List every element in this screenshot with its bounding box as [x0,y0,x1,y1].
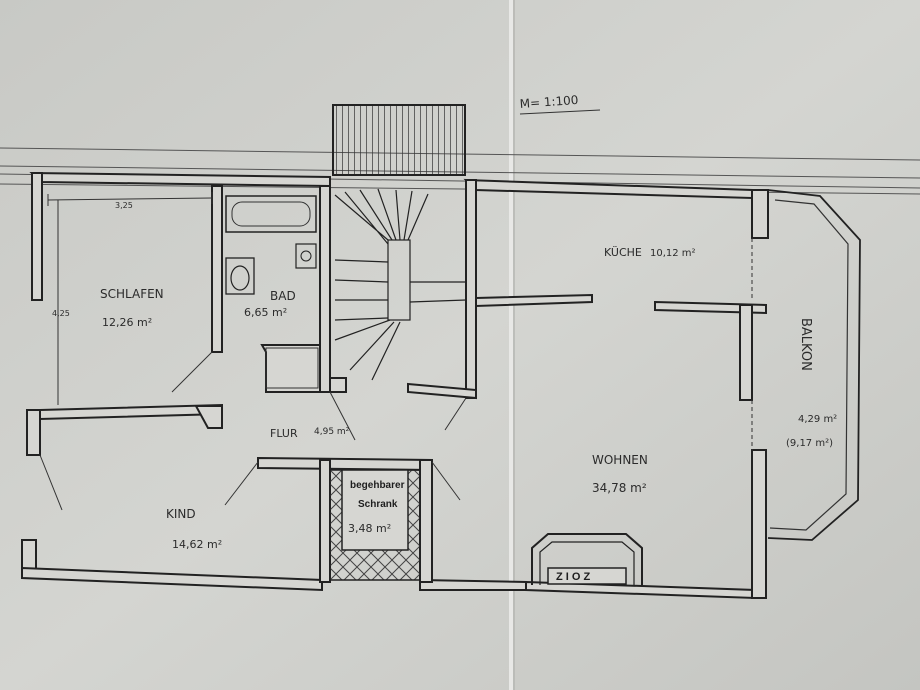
fireplace-label: Z I O Z [556,571,591,583]
room-bad-name: BAD [270,289,296,303]
room-kind-name: KIND [166,507,196,521]
dim-schlafen-depth: 4,25 [52,309,70,318]
toilet [225,257,255,295]
balcony-outline [767,189,861,541]
dimension-lines [47,192,213,405]
room-balkon-area: 4,29 m² [798,414,837,425]
room-balkon-area-alt: (9,17 m²) [786,438,833,449]
shower [265,347,319,389]
room-kind-area: 14,62 m² [172,538,222,551]
dim-schlafen-width: 3,25 [115,201,133,210]
room-balkon-name: BALKON [798,318,813,371]
room-flur-name: FLUR [270,427,298,440]
staircase [334,188,467,381]
door-arcs [39,238,753,511]
room-schlafen-area: 12,26 m² [102,316,152,329]
room-schlafen-name: SCHLAFEN [100,287,164,301]
room-schrank-name-2: Schrank [358,499,398,510]
scale-note: M= 1:100 [519,93,579,111]
room-kueche-name: KÜCHE [604,246,642,259]
room-flur-area: 4,95 m² [314,427,350,437]
room-schrank-area: 3,48 m² [348,522,391,535]
room-kueche-area: 10,12 m² [650,248,696,259]
wardrobe-box [341,469,409,551]
room-bad-area: 6,65 m² [244,306,287,319]
walls [21,171,769,600]
room-schrank-name-1: begehbarer [350,480,405,491]
fireplace [531,533,643,585]
bathtub [225,195,317,233]
hatched-shaft [332,104,466,176]
room-wohnen-area: 34,78 m² [592,481,647,495]
sink [295,243,317,269]
room-wohnen-name: WOHNEN [592,453,648,467]
